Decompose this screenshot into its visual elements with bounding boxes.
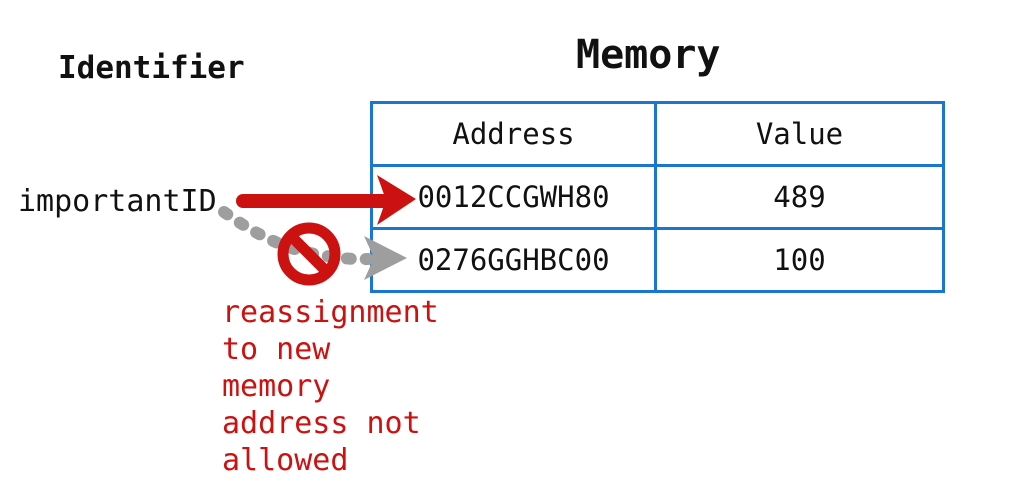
identifier-heading: Identifier <box>58 50 245 86</box>
memory-table: Address Value 0012CCGWH80 489 0276GGHBC0… <box>370 101 945 293</box>
table-row-value: 489 <box>657 167 942 227</box>
caption-reassignment-not-allowed: reassignment to new memory address not a… <box>222 295 439 478</box>
memory-heading: Memory <box>576 32 721 78</box>
table-row-address: 0012CCGWH80 <box>373 167 654 227</box>
table-header-value: Value <box>657 104 942 164</box>
no-entry-icon <box>277 222 341 286</box>
table-row-address: 0276GGHBC00 <box>373 230 654 290</box>
table-row-value: 100 <box>657 230 942 290</box>
identifier-name-label: importantID <box>18 184 217 219</box>
table-header-address: Address <box>373 104 654 164</box>
